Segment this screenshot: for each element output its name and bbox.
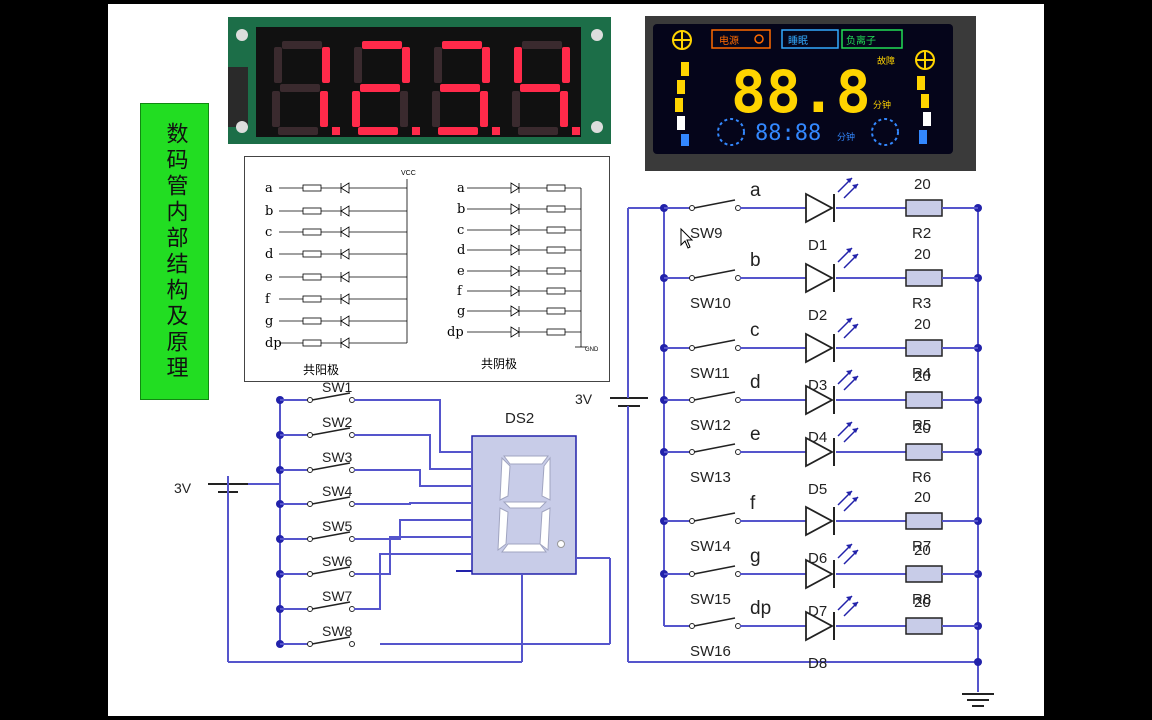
anode-row: f [265, 292, 407, 307]
anode-row: g [265, 314, 407, 329]
lcd-icon-label-sleep: 睡眠 [788, 34, 808, 47]
cathode-row: dp [447, 325, 581, 340]
anode-row: e [265, 270, 407, 285]
anode-segment-label: d [265, 247, 273, 262]
led-decimal-point [572, 127, 580, 135]
cathode-segment-label: f [457, 284, 463, 299]
cathode-row: a [457, 181, 581, 196]
lcd-icon-label-power: 电源 [719, 34, 739, 47]
led-digit-2 [352, 41, 420, 135]
gnd-label: GND [585, 347, 599, 353]
led-digit-1 [272, 41, 340, 135]
cathode-row: f [457, 284, 581, 299]
common-cathode-caption: 共阴极 [481, 357, 517, 371]
anode-segment-label: b [265, 204, 273, 219]
anode-segment-label: a [265, 181, 273, 196]
lcd-panel-drawing: 电源 睡眠 负离子 88.8 故障 分钟 88:88 分钟 [645, 16, 976, 171]
lcd-level-bars-right [917, 76, 931, 144]
fan-icon-right [915, 50, 935, 70]
cathode-row: d [457, 243, 581, 258]
cathode-row: b [457, 202, 581, 217]
anode-row: dp [265, 336, 407, 351]
cathode-segment-label: dp [447, 325, 464, 340]
anode-row: b [265, 204, 407, 219]
led-digit-4 [512, 41, 580, 135]
led-decimal-point [492, 127, 500, 135]
slide-title: 数码管内部结构及原理 [162, 121, 188, 382]
cathode-row: c [457, 223, 581, 238]
power-icon [754, 34, 764, 44]
lcd-small-digits: 88:88 [755, 121, 821, 146]
lcd-ring-left [717, 118, 745, 146]
common-anode-caption: 共阳极 [303, 363, 339, 377]
lcd-level-bars-left [675, 62, 689, 146]
led-decimal-point [412, 127, 420, 135]
lcd-icon-label-ion: 负离子 [846, 34, 876, 47]
cathode-row: e [457, 264, 581, 279]
lcd-label-minute-2: 分钟 [837, 131, 855, 143]
cathode-segment-label: b [457, 202, 465, 217]
four-digit-led-drawing [228, 17, 611, 144]
vcc-label: VCC [401, 170, 416, 177]
lcd-label-minute-1: 分钟 [873, 99, 891, 111]
anode-row: c [265, 225, 407, 240]
led-digit-3 [432, 41, 500, 135]
cathode-segment-label: g [457, 304, 465, 319]
lcd-ring-right [871, 118, 899, 146]
four-digit-led-photo [228, 17, 611, 144]
cathode-segment-label: e [457, 264, 465, 279]
cathode-segment-label: a [457, 181, 465, 196]
lcd-panel-photo: 电源 睡眠 负离子 88.8 故障 分钟 88:88 分钟 [645, 16, 976, 171]
lcd-main-digits: 88.8 [731, 58, 871, 126]
anode-row: d [265, 247, 407, 262]
anode-segment-label: g [265, 314, 273, 329]
anode-row: a [265, 181, 407, 196]
led-decimal-point [332, 127, 340, 135]
title-box: 数码管内部结构及原理 [140, 103, 209, 400]
anode-segment-label: e [265, 270, 273, 285]
cathode-segment-label: c [457, 223, 464, 238]
anode-segment-label: f [265, 292, 271, 307]
lcd-label-fault: 故障 [877, 55, 895, 67]
anode-segment-label: c [265, 225, 272, 240]
cathode-segment-label: d [457, 243, 465, 258]
cathode-row: g [457, 304, 581, 319]
anode-segment-label: dp [265, 336, 282, 351]
fan-icon-left [672, 30, 692, 50]
